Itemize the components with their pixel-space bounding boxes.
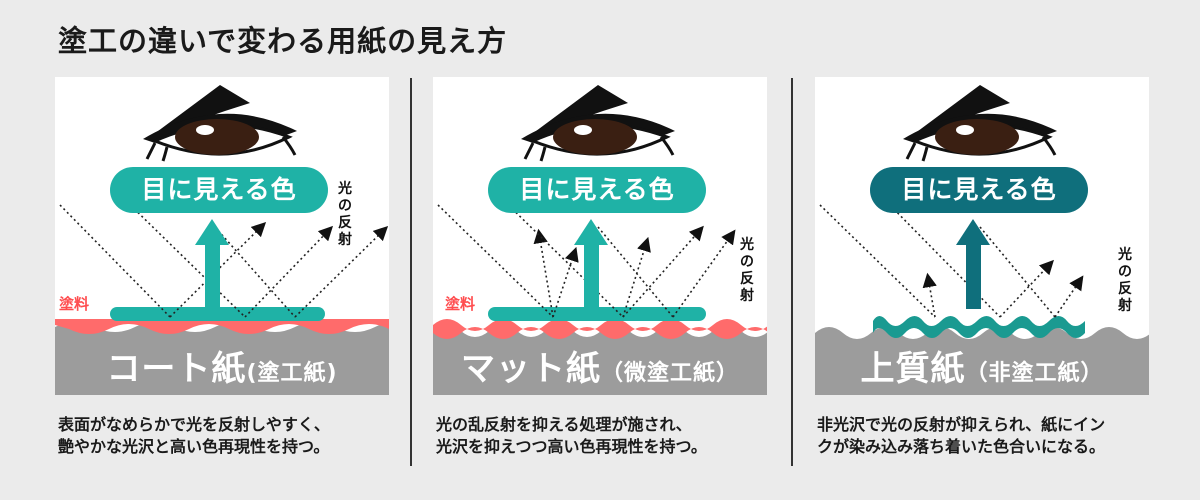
eye-icon — [143, 85, 297, 162]
light-reflection-label: 光 の 反 射 — [740, 237, 754, 304]
paper-type-label: コート紙(塗工紙) — [55, 341, 389, 390]
panel-coated-paper: 目に見える色 光 の 反 射 塗料 コート紙(塗工紙) — [55, 77, 389, 395]
paper-type-label: 上質紙（非塗工紙） — [815, 341, 1149, 390]
coating-layer — [433, 319, 767, 339]
paper-layer — [815, 327, 1149, 395]
ink-layer — [488, 307, 706, 321]
paper-subname: (塗工紙) — [246, 361, 338, 386]
visible-color-pill: 目に見える色 — [110, 167, 328, 213]
matte-paper-diagram — [433, 85, 767, 395]
eye-icon — [521, 85, 675, 162]
description-matte: 光の乱反射を抑える処理が施され、 光沢を抑えつつ高い色再現性を持つ。 — [436, 415, 707, 456]
page-title: 塗工の違いで変わる用紙の見え方 — [58, 24, 508, 58]
light-reflection-label: 光 の 反 射 — [338, 181, 352, 248]
panel-matte-paper: 目に見える色 光 の 反 射 塗料 マット紙（微塗工紙） — [433, 77, 767, 395]
coating-label: 塗料 — [59, 295, 90, 313]
ink-layer — [873, 316, 1085, 338]
description-coated: 表面がなめらかで光を反射しやすく、 艶やかな光沢と高い色再現性を持つ。 — [58, 415, 330, 456]
paper-layer — [55, 322, 389, 395]
divider-left — [410, 78, 412, 466]
coating-label: 塗料 — [445, 295, 476, 313]
divider-right — [791, 78, 793, 466]
paper-subname: （微塗工紙） — [600, 361, 739, 386]
light-reflection-label: 光 の 反 射 — [1118, 247, 1132, 314]
paper-name: コート紙 — [106, 349, 247, 389]
paper-subname: （非塗工紙） — [965, 361, 1104, 386]
paper-type-label: マット紙（微塗工紙） — [433, 341, 767, 390]
uncoated-paper-diagram — [815, 85, 1149, 395]
eye-icon — [903, 85, 1057, 162]
coated-paper-diagram — [55, 85, 389, 395]
paper-layer — [433, 325, 767, 395]
paper-name: 上質紙 — [860, 349, 966, 389]
description-uncoated: 非光沢で光の反射が抑えられ、紙にイン クが染み込み落ち着いた色合いになる。 — [817, 415, 1106, 456]
visible-color-pill: 目に見える色 — [870, 167, 1088, 213]
panel-uncoated-paper: 目に見える色 光 の 反 射 上質紙（非塗工紙） — [815, 77, 1149, 395]
paper-name: マット紙 — [460, 349, 601, 389]
coating-layer — [55, 319, 389, 334]
ink-layer — [110, 307, 325, 321]
visible-color-pill: 目に見える色 — [488, 167, 706, 213]
